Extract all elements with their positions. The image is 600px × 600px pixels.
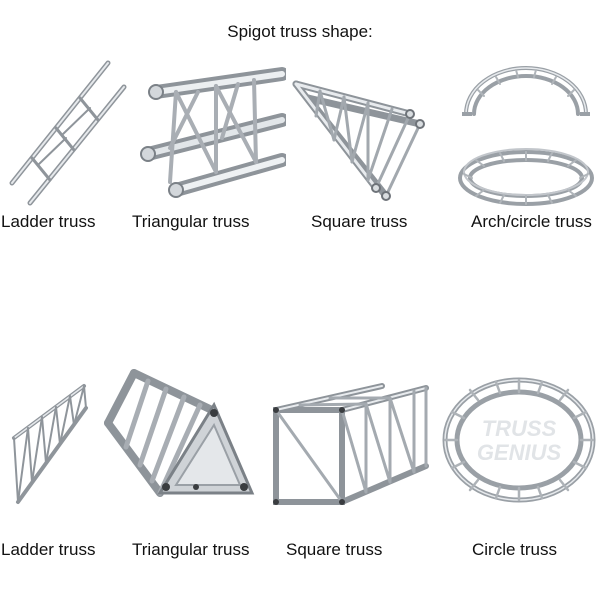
square-truss-icon bbox=[273, 383, 429, 505]
ladder-truss-icon bbox=[12, 384, 88, 504]
caption-triangular-truss: Triangular truss bbox=[132, 212, 250, 231]
arch-circle-truss-icon bbox=[458, 66, 594, 206]
caption-ladder-truss: Ladder truss bbox=[1, 212, 96, 231]
caption-square-truss: Square truss bbox=[311, 212, 408, 231]
svg-text:GENIUS: GENIUS bbox=[477, 440, 562, 465]
caption-circle-truss: Circle truss bbox=[472, 540, 558, 559]
caption-ladder-truss: Ladder truss bbox=[1, 540, 96, 559]
circle-truss-icon: TRUSS GENIUS bbox=[442, 377, 596, 503]
square-truss-icon bbox=[292, 80, 425, 201]
ladder-truss-icon bbox=[9, 60, 127, 206]
triangular-truss-icon bbox=[104, 369, 255, 497]
caption-square-truss: Square truss bbox=[286, 540, 383, 559]
caption-arch-circle-truss: Arch/circle truss bbox=[471, 212, 592, 231]
triangular-truss-icon bbox=[140, 67, 286, 198]
caption-triangular-truss: Triangular truss bbox=[132, 540, 250, 559]
page-title: Spigot truss shape: bbox=[227, 22, 373, 41]
svg-text:TRUSS: TRUSS bbox=[482, 416, 557, 441]
